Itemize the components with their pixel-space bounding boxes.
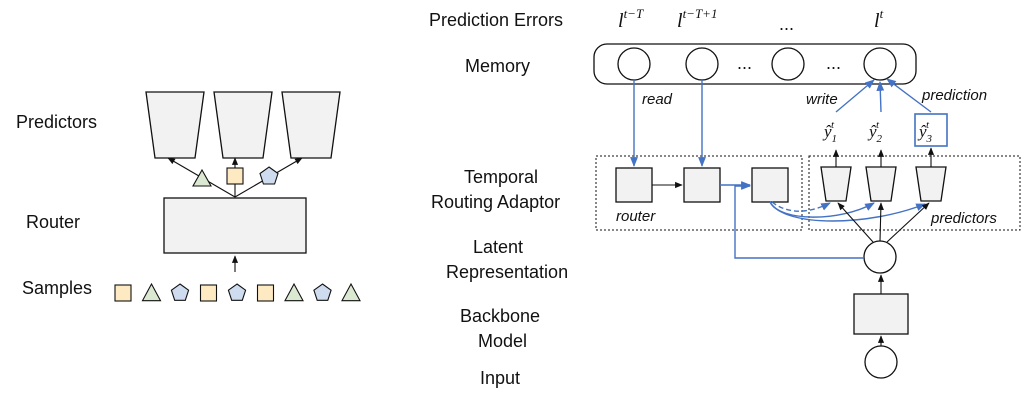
memory-label: Memory — [465, 56, 530, 76]
memory-ellipsis: ... — [826, 53, 841, 73]
pentagon-sample-icon — [170, 283, 190, 301]
write-label: write — [806, 91, 838, 108]
pentagon-sample-icon — [259, 166, 279, 185]
predictor-trapezoid — [145, 91, 205, 159]
triangle-sample-icon — [141, 282, 162, 302]
prediction-errors-label: Prediction Errors — [429, 10, 563, 30]
router-box — [163, 197, 307, 254]
prediction-arrow — [886, 78, 932, 113]
latent-node — [863, 240, 897, 274]
pentagon-sample-icon — [227, 283, 247, 301]
prediction-label: prediction — [921, 87, 987, 104]
router-group-label: router — [616, 208, 656, 225]
output-y2: ŷ2t — [867, 119, 883, 145]
output-y3: ŷ3t — [917, 119, 933, 145]
samples-label: Samples — [22, 278, 92, 298]
router-label: Router — [26, 212, 80, 232]
error-label-ellipsis: ... — [779, 14, 794, 34]
router-state-box — [615, 167, 653, 203]
routing-curve — [769, 201, 926, 222]
predictor-trapezoid — [820, 166, 852, 202]
read-label: read — [642, 91, 673, 108]
router-state-box — [683, 167, 721, 203]
latent-label-line2: Representation — [446, 262, 568, 282]
memory-ellipsis: ... — [737, 53, 752, 73]
memory-slot — [771, 47, 805, 81]
error-label-second: lt−T+1 — [677, 6, 717, 32]
square-sample-icon — [199, 284, 218, 302]
latent-to-predictor-arrow — [877, 202, 884, 242]
write-arrow — [876, 81, 885, 113]
predictors-group-box — [808, 155, 1021, 231]
backbone-box — [853, 293, 909, 335]
predictor-trapezoid — [281, 91, 341, 159]
selected-output-highlight — [914, 113, 948, 147]
left-panel: Predictors Router Samples — [16, 91, 361, 302]
input-node — [864, 345, 898, 379]
backbone-label-line2: Model — [478, 331, 527, 351]
latent-label-line1: Latent — [473, 237, 523, 257]
memory-slot-latest — [863, 47, 897, 81]
latent-to-predictor-arrow — [886, 202, 930, 243]
square-sample-icon — [226, 167, 244, 185]
memory-bank — [593, 43, 917, 85]
predictor-trapezoid — [213, 91, 273, 159]
memory-slot — [617, 47, 651, 81]
triangle-sample-icon — [341, 282, 361, 302]
predictors-group-label: predictors — [930, 210, 997, 227]
tra-label-line1: Temporal — [464, 167, 538, 187]
latent-to-predictor-arrow — [837, 202, 874, 243]
predictors-label: Predictors — [16, 112, 97, 132]
error-label-oldest: lt−T — [618, 6, 644, 32]
error-label-latest: lt — [874, 6, 884, 32]
routing-curve-dashed — [771, 201, 831, 212]
input-label: Input — [480, 368, 520, 388]
pentagon-sample-icon — [313, 283, 332, 301]
tra-label-line2: Routing Adaptor — [431, 192, 560, 212]
output-y1: ŷ1t — [822, 119, 837, 145]
router-state-box — [751, 167, 789, 203]
square-sample-icon — [256, 284, 275, 302]
right-panel: Prediction Errors Memory Temporal Routin… — [429, 6, 1021, 388]
memory-slot — [685, 47, 719, 81]
backbone-label-line1: Backbone — [460, 306, 540, 326]
triangle-sample-icon — [192, 168, 212, 187]
predictor-trapezoid — [915, 166, 947, 202]
routing-curve — [769, 201, 875, 218]
samples-row — [114, 282, 361, 302]
write-arrow — [835, 79, 875, 113]
square-sample-icon — [114, 284, 132, 302]
predictor-trapezoid — [865, 166, 897, 202]
triangle-sample-icon — [284, 282, 304, 302]
latent-to-router-arrow — [734, 182, 864, 259]
